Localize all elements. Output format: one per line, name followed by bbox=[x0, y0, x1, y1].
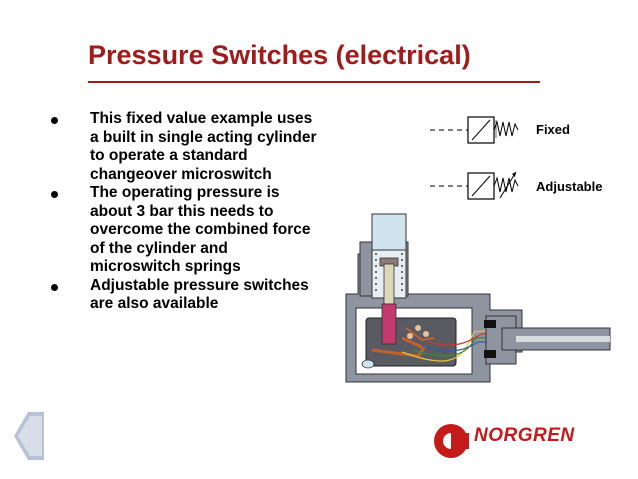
adjustable-switch-symbol bbox=[430, 171, 519, 200]
slide-title: Pressure Switches (electrical) bbox=[88, 40, 471, 70]
bullet-item: Adjustable pressure switches are also av… bbox=[40, 277, 320, 314]
bullet-dot-icon bbox=[51, 117, 58, 124]
adjustable-label: Adjustable bbox=[536, 179, 603, 194]
bullet-text: Adjustable pressure switches are also av… bbox=[90, 276, 309, 313]
norgren-logo-icon bbox=[434, 424, 469, 458]
bullet-list: This fixed value example uses a built in… bbox=[40, 110, 320, 314]
pressure-switch-diagram bbox=[345, 213, 611, 383]
fixed-label: Fixed bbox=[536, 122, 570, 137]
bullet-dot-icon bbox=[51, 283, 58, 291]
bullet-item: The operating pressure is about 3 bar th… bbox=[40, 184, 320, 277]
switch-symbols bbox=[430, 116, 519, 200]
brand-name: NORGREN bbox=[474, 425, 575, 446]
bullet-dot-icon bbox=[51, 191, 58, 198]
back-arrow-icon[interactable] bbox=[14, 412, 44, 460]
fixed-switch-symbol bbox=[430, 116, 519, 144]
bullet-text: This fixed value example uses a built in… bbox=[90, 110, 317, 183]
bullet-text: The operating pressure is about 3 bar th… bbox=[90, 184, 311, 275]
title-underline bbox=[88, 81, 540, 83]
bullet-item: This fixed value example uses a built in… bbox=[40, 110, 320, 184]
